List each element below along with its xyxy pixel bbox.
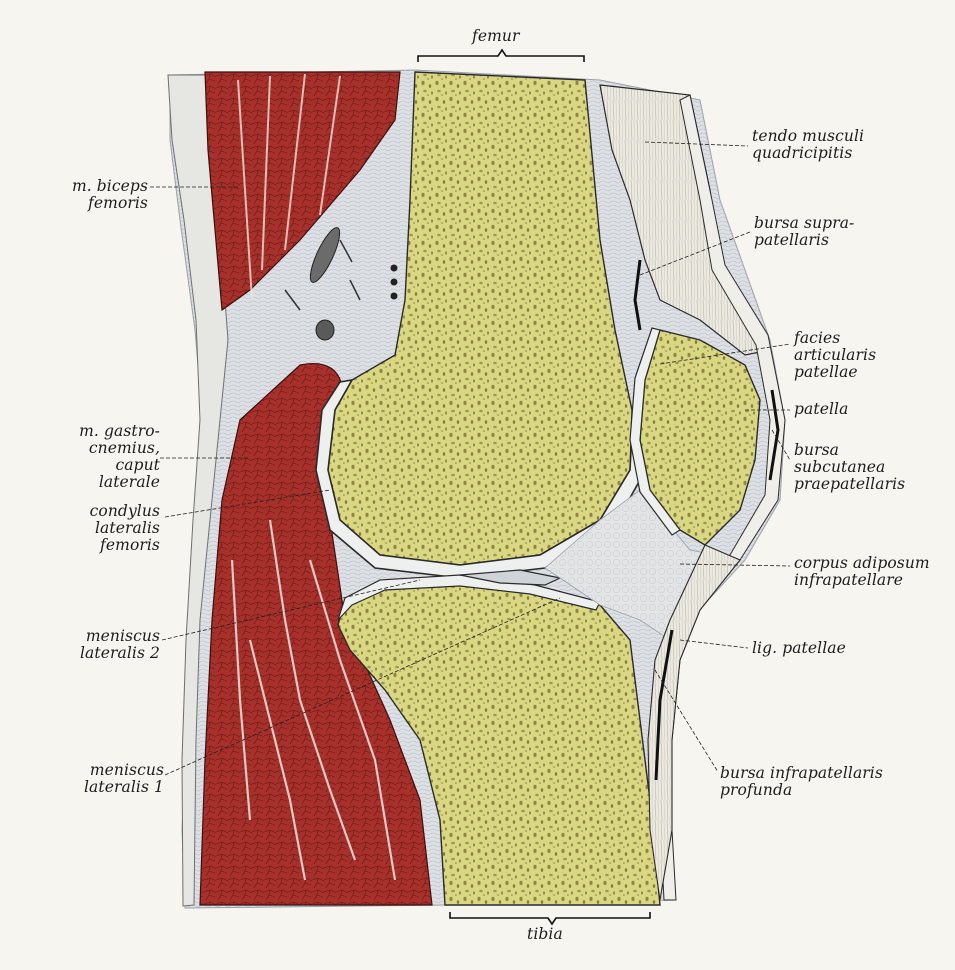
label-femur: femur <box>472 27 520 45</box>
label-meniscus-lateralis-1: meniscus lateralis 1 <box>83 761 164 796</box>
label-bursa-suprapatellaris: bursa supra- patellaris <box>754 214 855 249</box>
label-corpus-adiposum: corpus adiposum infrapatellare <box>794 554 930 589</box>
gastrocnemius-septa <box>230 519 397 881</box>
biceps-femoris-muscle <box>204 71 401 312</box>
leader-lines <box>150 141 791 776</box>
label-meniscus-lateralis-2: meniscus lateralis 2 <box>79 627 160 662</box>
label-tibia: tibia <box>527 925 563 943</box>
label-tendo-quadricipitis: tendo musculi quadricipitis <box>752 127 865 162</box>
tibia-bracket <box>449 912 651 926</box>
prepatellar-bursa <box>768 389 780 481</box>
anterior-skin <box>659 94 786 901</box>
label-lig-patellae: lig. patellae <box>752 639 846 657</box>
femur-bracket <box>417 48 585 62</box>
lateral-meniscus <box>459 569 562 586</box>
label-condylus-lateralis: condylus lateralis femoris <box>89 502 160 554</box>
label-facies-articularis: facies articularis patellae <box>794 329 877 381</box>
tibia-articular-cartilage <box>337 574 601 621</box>
label-bursa-infrapatellaris: bursa infrapatellaris profunda <box>720 764 883 799</box>
label-gastrocnemius: m. gastro- cnemius, caput laterale <box>79 422 160 491</box>
patellar-articular-surface <box>629 327 681 536</box>
label-bursa-subcutanea: bursa subcutanea praepatellaris <box>794 441 906 493</box>
suprapatellar-bursa <box>633 259 642 331</box>
deep-infrapatellar-bursa <box>654 629 674 781</box>
biceps-septa <box>237 73 341 301</box>
popliteal-vessel <box>309 227 341 283</box>
label-patella: patella <box>794 400 849 418</box>
label-biceps-femoris: m. biceps femoris <box>71 177 148 212</box>
popliteal-nerve <box>315 319 335 341</box>
